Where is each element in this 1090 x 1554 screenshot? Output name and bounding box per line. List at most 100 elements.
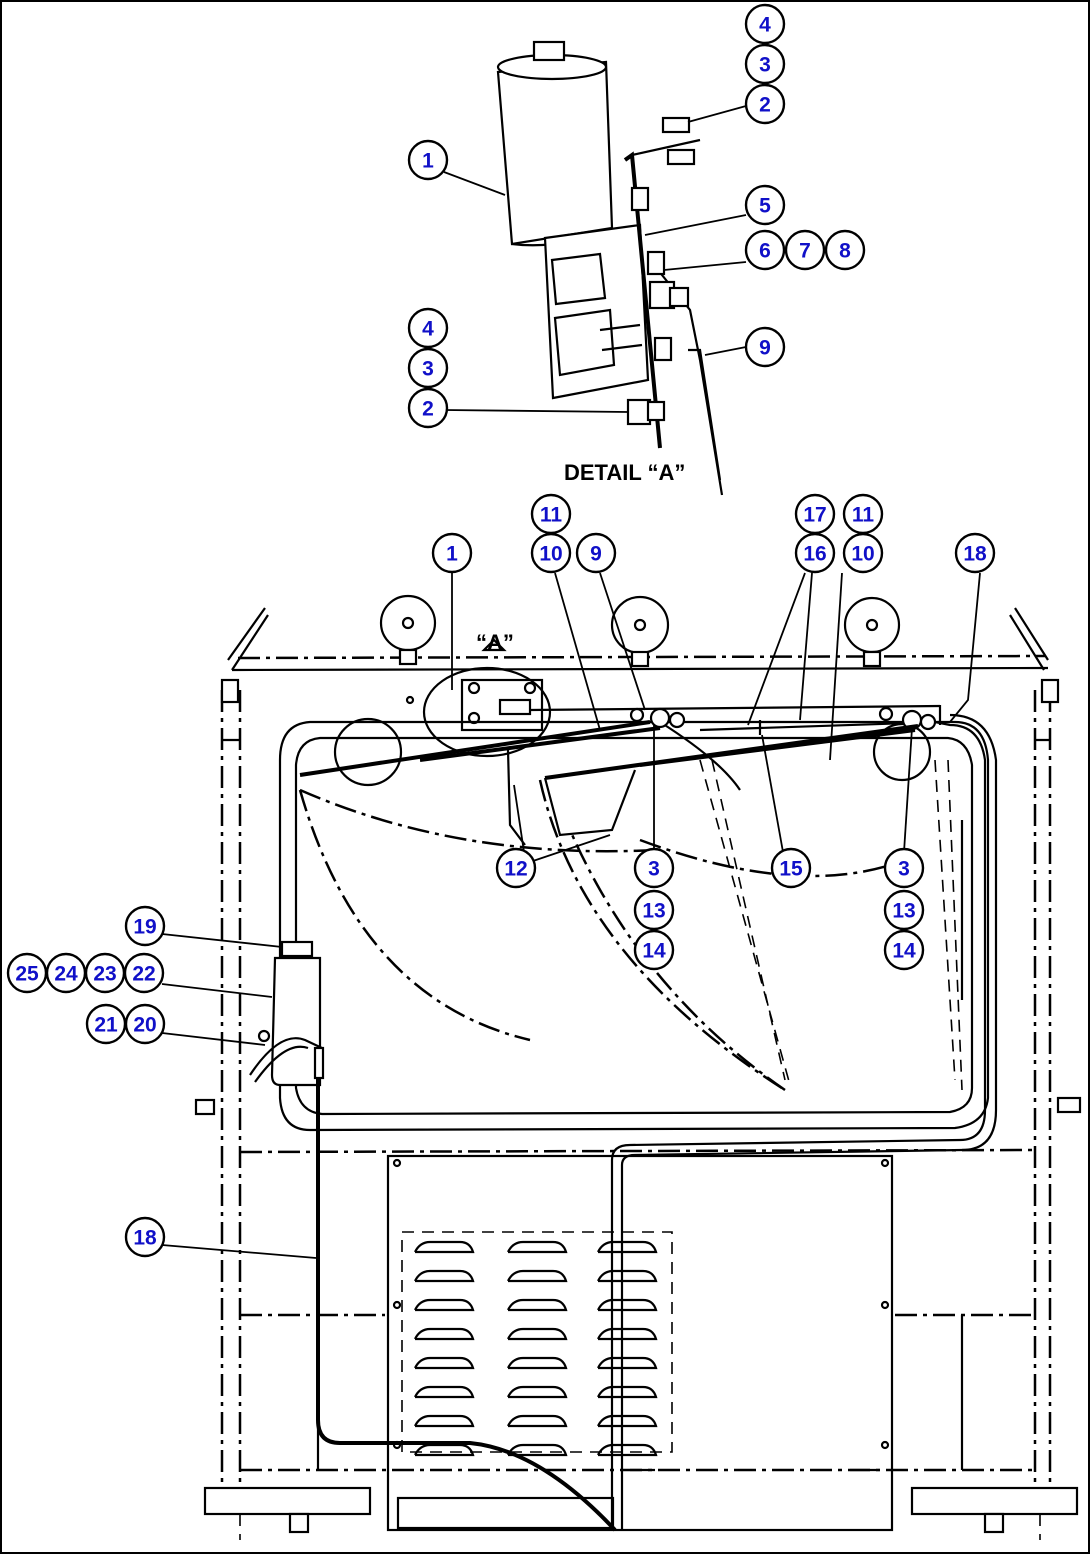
- callout-circle: [744, 3, 786, 45]
- louver-slot: [597, 1269, 658, 1283]
- callout-label: 18: [963, 543, 987, 566]
- motor-location: [405, 666, 552, 758]
- callout-label: 17: [803, 504, 826, 527]
- callout-circle: [633, 847, 675, 889]
- callout-14: 14: [633, 929, 675, 971]
- louver-slot: [597, 1298, 658, 1312]
- callout-label: 3: [648, 858, 660, 881]
- callout-circle: [794, 532, 836, 574]
- callout-3: 3: [407, 347, 449, 389]
- callout-label: 4: [759, 14, 771, 37]
- callout-18: 18: [124, 1216, 166, 1258]
- callout-circle: [744, 43, 786, 85]
- louver-slot: [414, 1356, 475, 1370]
- callout-label: 11: [852, 504, 875, 527]
- cab-structure: [194, 607, 1082, 1540]
- louver-slot: [507, 1414, 568, 1428]
- callout-label: 20: [133, 1014, 156, 1037]
- callout-label: 14: [642, 940, 666, 963]
- callout-12: 12: [495, 847, 537, 889]
- wiper-linkage: [529, 704, 942, 791]
- louver-slot: [414, 1414, 475, 1428]
- callout-label: 14: [892, 940, 916, 963]
- louver-slot: [414, 1443, 475, 1457]
- louver-slot: [414, 1327, 475, 1341]
- callout-label: 8: [839, 240, 851, 263]
- callout-9: 9: [744, 326, 786, 368]
- callout-21: 21: [85, 1003, 127, 1045]
- callout-label: 7: [799, 240, 811, 263]
- leader-lines: [161, 105, 981, 1259]
- grille-louvers: [414, 1240, 658, 1457]
- callout-7: 7: [784, 229, 826, 271]
- callout-label: 4: [422, 318, 434, 341]
- callout-circle: [407, 307, 449, 349]
- callout-10: 10: [530, 532, 572, 574]
- callout-label: 18: [133, 1227, 157, 1250]
- callout-3: 3: [633, 847, 675, 889]
- callout-circle: [883, 889, 925, 931]
- callout-2: 2: [744, 83, 786, 125]
- callout-label: 9: [590, 543, 602, 566]
- callout-label: 6: [759, 240, 771, 263]
- callout-9: 9: [575, 532, 617, 574]
- callout-label: 10: [851, 543, 874, 566]
- callout-10: 10: [842, 532, 884, 574]
- louver-slot: [597, 1414, 658, 1428]
- callout-label: 13: [892, 900, 915, 923]
- louver-slot: [507, 1240, 568, 1254]
- louver-slot: [597, 1385, 658, 1399]
- callout-20: 20: [124, 1003, 166, 1045]
- callout-circle: [842, 532, 884, 574]
- washer-reservoir: [249, 940, 325, 1087]
- callout-label: 1: [422, 150, 434, 173]
- louver-slot: [597, 1356, 658, 1370]
- louver-slot: [414, 1298, 475, 1312]
- callout-label: 9: [759, 337, 771, 360]
- callout-2: 2: [407, 387, 449, 429]
- roof-lights: [379, 594, 901, 668]
- callout-circle: [123, 952, 165, 994]
- callout-label: 3: [759, 54, 771, 77]
- callout-4: 4: [407, 307, 449, 349]
- callout-24: 24: [45, 952, 87, 994]
- louver-slot: [597, 1443, 658, 1457]
- louver-slot: [414, 1269, 475, 1283]
- callout-label: 12: [504, 858, 527, 881]
- detail-a-title: DETAIL “A”: [564, 460, 685, 485]
- callout-circle: [954, 532, 996, 574]
- callout-label: 19: [133, 916, 156, 939]
- detail-a-wiper-motor: [496, 40, 724, 496]
- callout-label: 24: [54, 963, 78, 986]
- grille-panel: [386, 1154, 894, 1532]
- callout-3: 3: [744, 43, 786, 85]
- callout-circle: [407, 139, 449, 181]
- callout-circle: [824, 229, 866, 271]
- wiper-sweep-arcs: [298, 759, 964, 1092]
- louver-slot: [414, 1240, 475, 1254]
- callout-circle: [770, 847, 812, 889]
- callout-8: 8: [824, 229, 866, 271]
- callout-1: 1: [431, 532, 473, 574]
- view-arrow-icon: [481, 638, 507, 652]
- callout-label: 23: [93, 963, 116, 986]
- callout-circle: [744, 83, 786, 125]
- callout-22: 22: [123, 952, 165, 994]
- callout-label: 16: [803, 543, 826, 566]
- louver-slot: [507, 1385, 568, 1399]
- callout-3: 3: [883, 847, 925, 889]
- louver-slot: [507, 1298, 568, 1312]
- louver-slot: [597, 1240, 658, 1254]
- callout-circle: [431, 532, 473, 574]
- callout-circle: [407, 347, 449, 389]
- left-opening: [333, 717, 403, 787]
- callout-circle: [124, 905, 166, 947]
- callout-circle: [407, 387, 449, 429]
- callout-4: 4: [744, 3, 786, 45]
- callout-6: 6: [744, 229, 786, 271]
- callout-label: 3: [422, 358, 434, 381]
- louver-slot: [414, 1385, 475, 1399]
- callout-14: 14: [883, 929, 925, 971]
- callout-label: 3: [898, 858, 910, 881]
